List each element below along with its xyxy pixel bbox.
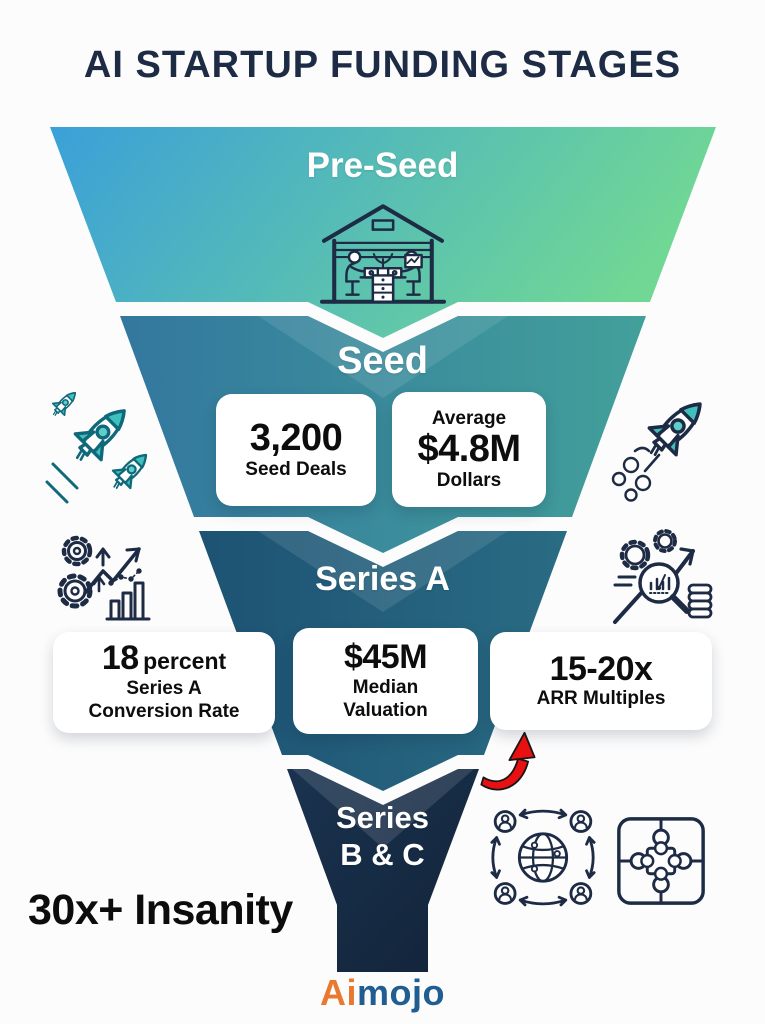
seed-deals-card: 3,200 Seed Deals xyxy=(216,394,376,506)
conversion-unit: percent xyxy=(143,648,227,675)
median-valuation-card: $45M Median Valuation xyxy=(293,628,478,734)
stage-label-pre-seed: Pre-Seed xyxy=(306,146,459,185)
valuation-line2: Valuation xyxy=(343,699,428,721)
valuation-line1: Median xyxy=(352,676,419,698)
seed-average-card: Average $4.8M Dollars xyxy=(392,392,546,507)
puzzle-icon xyxy=(612,812,710,910)
seed-average-value: $4.8M xyxy=(417,428,521,471)
arr-value: 15-20x xyxy=(549,649,653,688)
page-title: AI STARTUP FUNDING STAGES xyxy=(83,44,682,86)
brand-logo-suffix: mojo xyxy=(357,972,445,1013)
arr-multiples-card: 15-20x ARR Multiples xyxy=(490,632,712,730)
global-network-icon xyxy=(490,806,596,909)
growth-gears-icon xyxy=(55,530,155,627)
rocket-smoke-icon xyxy=(605,385,725,503)
seed-average-caption: Dollars xyxy=(436,469,502,491)
seed-deals-value: 3,200 xyxy=(249,417,343,460)
brand-logo-prefix: Ai xyxy=(320,972,357,1013)
conversion-line2: Conversion Rate xyxy=(88,701,240,723)
conversion-rate-card: 18 percent Series A Conversion Rate xyxy=(53,632,275,733)
arr-line1: ARR Multiples xyxy=(536,688,666,710)
brand-logo: Aimojo xyxy=(0,972,765,1014)
stage-label-seed: Seed xyxy=(337,340,428,382)
funnel-segment-pre-seed xyxy=(50,127,716,338)
seed-average-top: Average xyxy=(431,407,507,429)
conversion-value: 18 xyxy=(101,639,139,678)
seed-deals-caption: Seed Deals xyxy=(245,458,347,480)
stage-label-series-bc: Series B & C xyxy=(0,800,765,873)
funnel-segment-series-bc xyxy=(287,769,479,972)
startup-garage-icon xyxy=(320,196,446,310)
valuation-value: $45M xyxy=(343,637,428,676)
stage-label-series-a: Series A xyxy=(315,560,450,598)
stage-label-series-bc-line2: B & C xyxy=(340,836,425,872)
stage-label-series-bc-line1: Series xyxy=(335,800,430,835)
annotation-text: 30x+ Insanity xyxy=(28,886,293,934)
rockets-launch-icon xyxy=(33,376,185,518)
red-curved-arrow-icon xyxy=(473,727,553,799)
market-analysis-icon xyxy=(605,527,713,632)
conversion-line1: Series A xyxy=(126,678,202,700)
